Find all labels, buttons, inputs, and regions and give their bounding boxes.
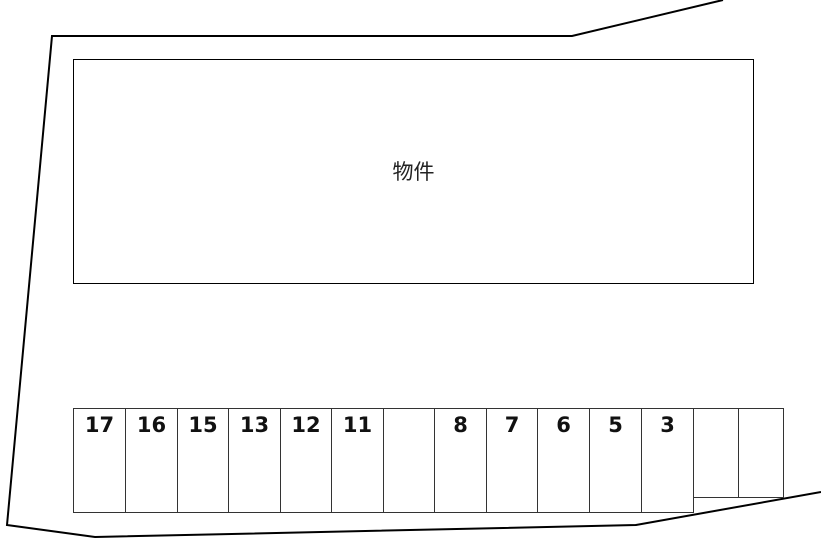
parking-spot[interactable]: 8 — [434, 408, 487, 513]
spot-number: 12 — [291, 413, 321, 437]
spot-number: 8 — [453, 413, 468, 437]
spot-number: 6 — [556, 413, 571, 437]
spot-number: 7 — [504, 413, 520, 437]
building-footprint: 物件 — [73, 59, 754, 284]
spot-number: 15 — [188, 413, 218, 437]
parking-spot[interactable]: 15 — [177, 408, 229, 513]
parking-spot[interactable] — [738, 408, 784, 498]
spot-number: 16 — [136, 413, 167, 437]
spot-number: 5 — [608, 413, 623, 437]
parking-spot[interactable]: 12 — [280, 408, 332, 513]
building-label: 物件 — [392, 160, 435, 184]
parking-spot[interactable]: 13 — [228, 408, 281, 513]
lot-outline — [5, 0, 821, 539]
spot-number: 11 — [342, 413, 373, 437]
parking-spot[interactable]: 5 — [589, 408, 642, 513]
parking-spot[interactable]: 7 — [486, 408, 538, 513]
spot-number: 13 — [239, 413, 270, 437]
parking-spot[interactable] — [693, 408, 739, 498]
parking-spot[interactable]: 16 — [125, 408, 178, 513]
spot-number: 3 — [660, 413, 675, 437]
parking-spot[interactable]: 6 — [537, 408, 590, 513]
parking-spot[interactable]: 11 — [331, 408, 384, 513]
parking-spot[interactable]: 3 — [641, 408, 694, 513]
spot-number: 17 — [84, 413, 115, 437]
parking-spot[interactable]: 17 — [73, 408, 126, 513]
parking-spot[interactable] — [383, 408, 435, 513]
